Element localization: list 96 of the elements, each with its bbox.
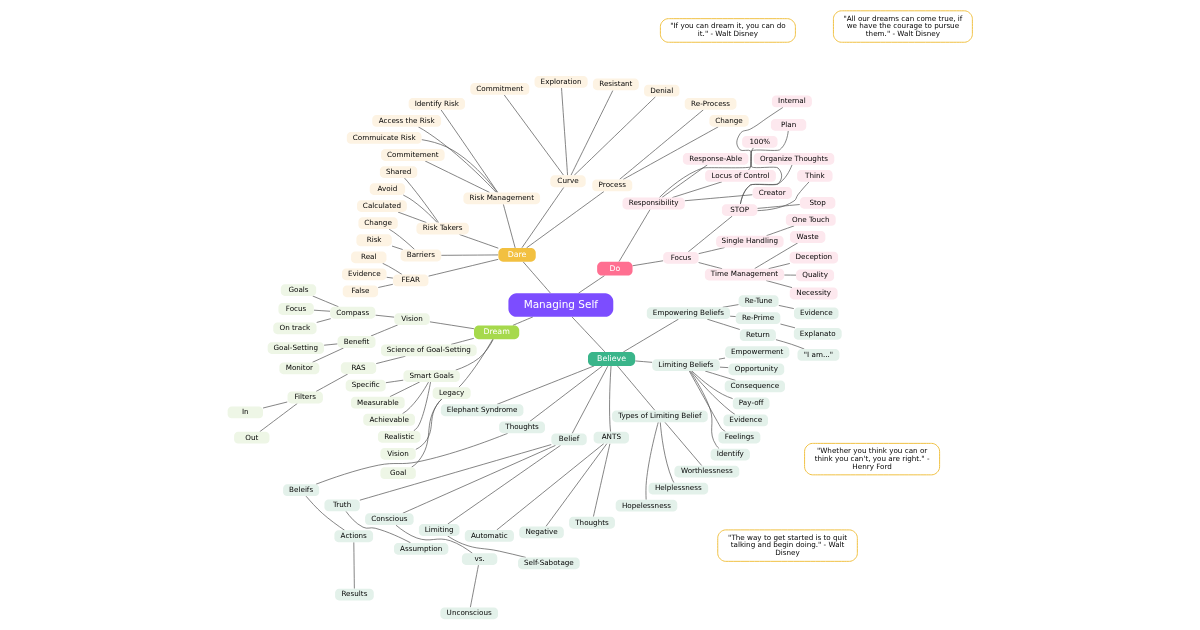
connector bbox=[659, 421, 675, 484]
connector bbox=[775, 339, 805, 350]
connector bbox=[570, 90, 614, 176]
node-box: Managing Self bbox=[508, 293, 614, 317]
connector bbox=[704, 370, 736, 381]
connector bbox=[690, 370, 736, 415]
connector bbox=[413, 381, 431, 432]
connector bbox=[470, 564, 479, 608]
connector bbox=[622, 318, 679, 353]
connector bbox=[458, 338, 494, 388]
connector bbox=[688, 370, 726, 432]
connector bbox=[305, 495, 345, 531]
connector bbox=[402, 194, 438, 223]
connector bbox=[386, 276, 394, 279]
connector bbox=[402, 445, 556, 514]
connector bbox=[768, 263, 791, 270]
connector bbox=[766, 225, 795, 237]
connector bbox=[312, 347, 344, 363]
connector bbox=[397, 211, 427, 223]
connector bbox=[382, 262, 403, 275]
connector bbox=[512, 316, 534, 326]
connector bbox=[691, 370, 733, 399]
connector bbox=[529, 365, 603, 422]
connector bbox=[578, 275, 605, 294]
connector bbox=[778, 305, 795, 309]
connector bbox=[502, 203, 516, 249]
connector bbox=[389, 381, 421, 398]
connector bbox=[496, 365, 595, 405]
connector bbox=[688, 215, 733, 253]
connector bbox=[450, 337, 475, 345]
connector bbox=[353, 541, 355, 589]
connector bbox=[345, 510, 411, 544]
connector bbox=[684, 194, 753, 202]
connector bbox=[391, 245, 404, 250]
connector bbox=[754, 242, 799, 269]
connector bbox=[571, 316, 606, 353]
connector bbox=[661, 164, 708, 198]
connector bbox=[521, 187, 565, 249]
connector bbox=[609, 365, 612, 432]
connector bbox=[312, 295, 339, 308]
connector bbox=[780, 323, 796, 329]
connector bbox=[765, 280, 793, 288]
connector bbox=[385, 379, 404, 384]
connector bbox=[571, 365, 609, 434]
connector bbox=[573, 96, 656, 176]
connector bbox=[375, 314, 395, 318]
connector bbox=[402, 381, 429, 415]
connector bbox=[503, 94, 564, 176]
connector bbox=[388, 228, 415, 250]
connector bbox=[522, 261, 551, 294]
connector bbox=[729, 315, 737, 317]
connector bbox=[421, 139, 498, 193]
connector bbox=[706, 318, 741, 330]
connector bbox=[424, 160, 490, 193]
connector bbox=[259, 403, 298, 433]
connector bbox=[659, 147, 754, 198]
connector bbox=[447, 445, 561, 525]
connector bbox=[619, 109, 704, 180]
connector bbox=[618, 209, 651, 263]
connector bbox=[593, 443, 611, 518]
connector bbox=[440, 254, 499, 256]
connector bbox=[313, 309, 331, 312]
connector bbox=[496, 443, 605, 531]
connector bbox=[316, 318, 332, 323]
connector bbox=[757, 181, 810, 212]
connector bbox=[315, 373, 349, 392]
connector bbox=[428, 258, 499, 277]
connector bbox=[417, 126, 497, 193]
connector bbox=[411, 398, 443, 468]
connector bbox=[404, 177, 439, 223]
connector bbox=[689, 370, 720, 449]
connector bbox=[645, 421, 659, 501]
connector bbox=[545, 443, 608, 527]
connector bbox=[736, 107, 784, 171]
connector bbox=[429, 321, 475, 330]
connector bbox=[561, 87, 568, 176]
connector bbox=[622, 126, 719, 180]
connector bbox=[447, 535, 527, 558]
connector bbox=[526, 191, 605, 249]
connector bbox=[459, 234, 499, 249]
connector bbox=[664, 421, 703, 466]
connector bbox=[632, 260, 664, 267]
connector bbox=[375, 355, 406, 364]
connector bbox=[370, 324, 399, 337]
connector bbox=[262, 401, 288, 409]
connector bbox=[698, 247, 725, 255]
connector bbox=[698, 262, 723, 270]
connector bbox=[323, 343, 338, 346]
connector bbox=[377, 283, 394, 288]
connector bbox=[455, 339, 494, 371]
connector bbox=[671, 181, 723, 198]
connector bbox=[756, 204, 801, 209]
connector bbox=[634, 360, 653, 363]
connector bbox=[719, 366, 729, 368]
connector bbox=[617, 365, 656, 411]
connector bbox=[718, 357, 726, 360]
